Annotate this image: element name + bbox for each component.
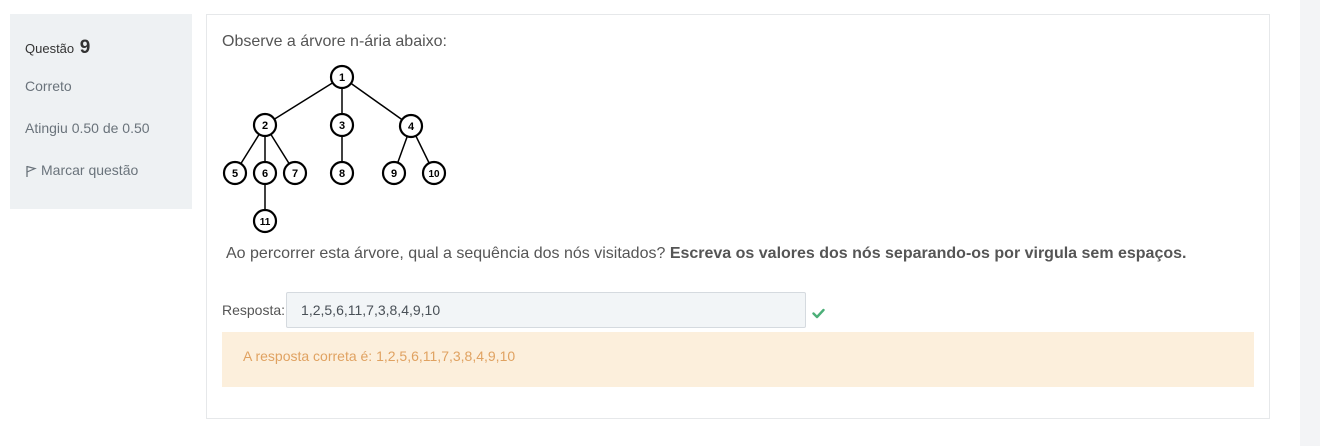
question-label: Questão [25, 41, 75, 56]
n-ary-tree-diagram: 1 2 3 4 5 6 7 8 9 10 11 [222, 64, 447, 234]
tree-node-4: 4 [398, 113, 424, 139]
question-number-value: 9 [79, 37, 91, 58]
tree-node-3: 3 [329, 112, 355, 138]
svg-text:5: 5 [232, 168, 238, 180]
svg-text:3: 3 [339, 120, 345, 132]
svg-text:2: 2 [262, 120, 268, 132]
check-icon [812, 308, 825, 318]
svg-text:4: 4 [408, 121, 415, 133]
tree-node-9: 9 [381, 160, 407, 186]
tree-node-10: 10 [421, 160, 447, 186]
tree-node-6: 6 [252, 160, 278, 186]
svg-text:9: 9 [391, 168, 397, 180]
flag-question-label: Marcar questão [41, 162, 139, 178]
tree-node-2: 2 [252, 112, 278, 138]
svg-text:10: 10 [428, 169, 440, 180]
tree-node-11: 11 [252, 208, 278, 234]
tree-node-1: 1 [329, 64, 355, 90]
tree-node-5: 5 [222, 160, 248, 186]
correct-answer-feedback: A resposta correta é: 1,2,5,6,11,7,3,8,4… [222, 332, 1254, 387]
answer-input[interactable] [286, 292, 807, 328]
answer-label: Resposta: [222, 302, 286, 318]
question-content: Observe a árvore n-ária abaixo: 1 2 3 4 … [206, 14, 1270, 419]
svg-text:11: 11 [260, 217, 271, 228]
svg-text:1: 1 [339, 72, 345, 84]
answer-row: Resposta: [222, 292, 825, 328]
question-intro: Observe a árvore n-ária abaixo: [222, 33, 447, 50]
flag-icon [26, 165, 37, 177]
correct-answer-text: A resposta correta é: 1,2,5,6,11,7,3,8,4… [243, 348, 516, 364]
svg-text:7: 7 [292, 168, 298, 180]
question-info-panel: Questão 9 Correto Atingiu 0.50 de 0.50 M… [10, 14, 192, 209]
question-number: Questão 9 [25, 36, 178, 60]
tree-node-8: 8 [329, 160, 355, 186]
scrollbar-track[interactable] [1300, 0, 1320, 446]
question-text-bold: Escreva os valores dos nós separando-os … [669, 245, 1187, 262]
flag-question-link[interactable]: Marcar questão [25, 161, 138, 179]
question-text-plain: Ao percorrer esta árvore, qual a sequênc… [226, 245, 670, 262]
question-grade: Atingiu 0.50 de 0.50 [25, 120, 150, 136]
question-text: Ao percorrer esta árvore, qual a sequênc… [226, 245, 1186, 263]
question-state: Correto [25, 78, 72, 94]
svg-text:8: 8 [339, 168, 345, 180]
tree-node-7: 7 [282, 160, 308, 186]
svg-text:6: 6 [262, 168, 268, 180]
